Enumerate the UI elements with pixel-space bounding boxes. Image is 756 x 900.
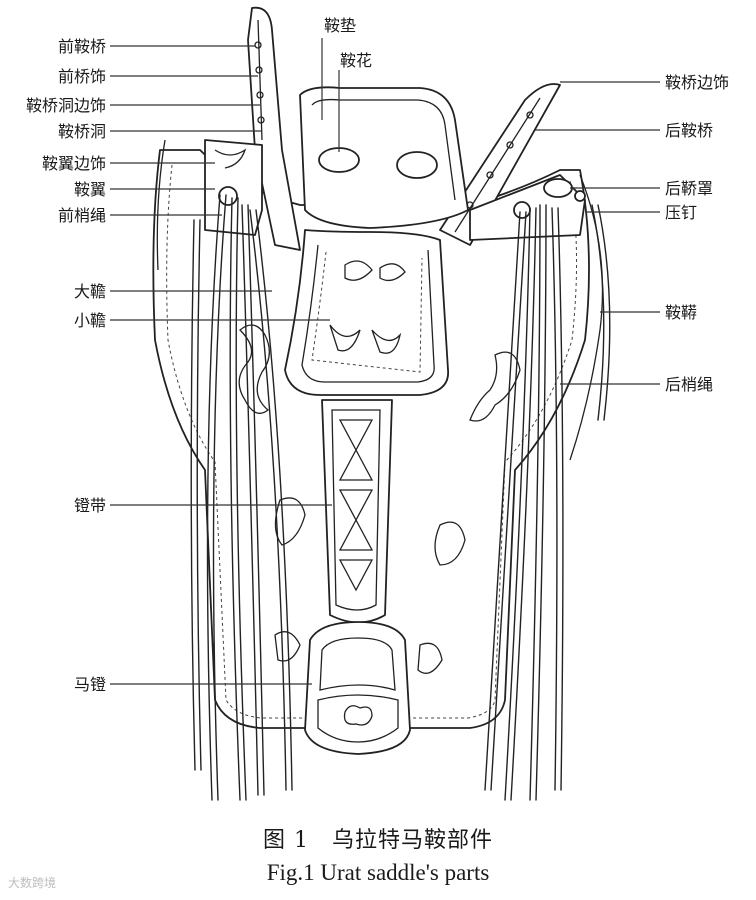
front-ties — [190, 194, 293, 801]
caption-english: Fig.1 Urat saddle's parts — [266, 860, 490, 885]
watermark: 大数跨境 — [8, 876, 57, 890]
label-small-flap: 小韂 — [74, 311, 106, 330]
label-rear-ties: 后梢绳 — [665, 375, 713, 394]
label-large-flap: 大韂 — [74, 282, 106, 301]
small-flap — [284, 229, 449, 396]
seat-flower-right — [396, 151, 438, 179]
leader-lines-right — [535, 81, 660, 385]
label-rivet: 压钉 — [665, 203, 697, 222]
label-pommel-hole-trim: 鞍桥洞边饰 — [26, 96, 106, 115]
rear-cantle — [439, 83, 561, 246]
label-rear-cantle: 后鞍桥 — [665, 121, 713, 140]
label-cantle-trim: 鞍桥边饰 — [665, 73, 729, 92]
label-seat-flower: 鞍花 — [340, 51, 372, 70]
label-stirrup: 马镫 — [74, 675, 106, 694]
rear-ties — [484, 204, 611, 801]
caption-chinese: 图 1 乌拉特马鞍部件 — [263, 828, 493, 853]
label-saddle-wing: 鞍翼 — [74, 180, 106, 199]
seat-pad — [299, 86, 469, 229]
rear-cap — [543, 178, 573, 198]
label-saddle-cloth: 鞍鞯 — [665, 303, 697, 322]
leader-lines-left — [110, 45, 332, 685]
label-seat-pad: 鞍垫 — [324, 16, 356, 35]
label-front-pommel-ornament: 前桥饰 — [58, 67, 106, 86]
label-wing-trim: 鞍翼边饰 — [42, 154, 106, 173]
label-rear-cap: 后鞒罩 — [665, 179, 713, 198]
label-stirrup-strap: 镫带 — [74, 496, 106, 515]
label-front-ties: 前梢绳 — [58, 206, 106, 225]
rivet — [574, 190, 586, 202]
label-front-pommel: 前鞍桥 — [58, 37, 106, 56]
stirrup — [304, 621, 411, 755]
label-pommel-hole: 鞍桥洞 — [58, 122, 106, 141]
